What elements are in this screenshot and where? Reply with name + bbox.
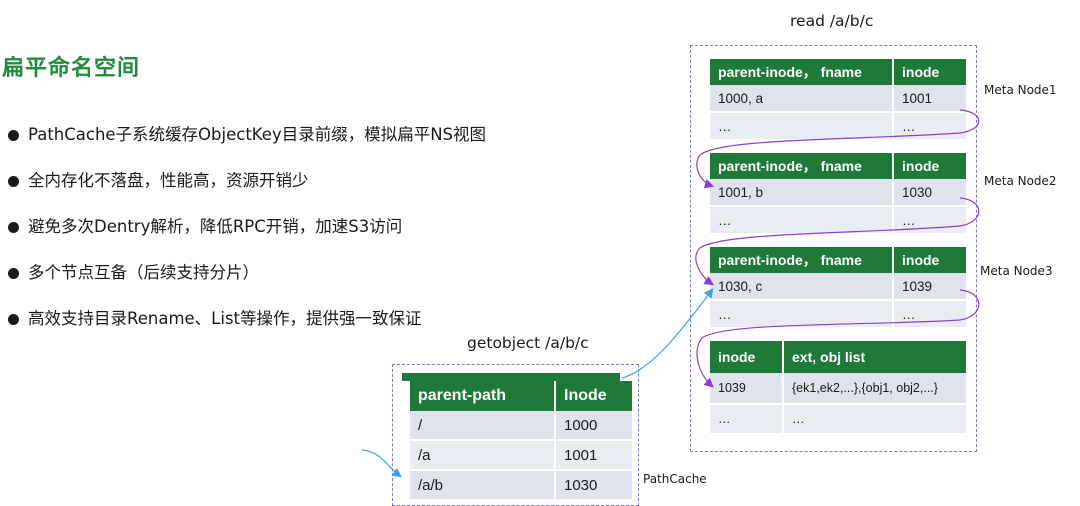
cell: 1039	[710, 373, 784, 405]
meta-node3-label: Meta Node3	[980, 264, 1053, 278]
getobject-label: getobject /a/b/c	[467, 334, 589, 352]
cell: 1030, c	[710, 273, 894, 301]
path-cache-label: PathCache	[643, 472, 707, 486]
cell: 1039	[893, 273, 966, 301]
bullet-item: PathCache子系统缓存ObjectKey目录前缀，模拟扁平NS视图	[6, 120, 486, 166]
meta-node2-label: Meta Node2	[984, 174, 1057, 188]
header-inode: inode	[893, 59, 966, 85]
arrow-node3-to-ext	[696, 289, 980, 388]
bullet-item: 多个节点互备（后续支持分片）	[6, 258, 486, 304]
header-ext-obj-list: ext, obj list	[783, 341, 966, 373]
cell: 1001, b	[710, 179, 894, 207]
bullet-dot-icon	[8, 130, 19, 141]
cell: …	[893, 206, 966, 235]
cell: …	[783, 404, 966, 435]
bullet-dot-icon	[8, 222, 19, 233]
header-parent-inode-fname: parent-inode， fname	[710, 247, 894, 273]
arrow-into-pathcache	[361, 449, 402, 478]
bullet-dot-icon	[8, 176, 19, 187]
bullet-item: 高效支持目录Rename、List等操作，提供强一致保证	[6, 304, 486, 350]
bullet-dot-icon	[8, 268, 19, 279]
arrow-node1-to-node2	[696, 109, 980, 189]
cell: 1000, a	[710, 85, 894, 113]
bullet-item: 避免多次Dentry解析，降低RPC开销，加速S3访问	[6, 212, 486, 258]
header-inode: inode	[893, 153, 966, 179]
meta-nodes-container	[690, 45, 977, 452]
bullet-list: PathCache子系统缓存ObjectKey目录前缀，模拟扁平NS视图 全内存…	[6, 120, 486, 350]
header-parent-path: parent-path	[410, 381, 556, 411]
arrow-pathcache-to-node3	[621, 288, 714, 379]
cell: 1001	[893, 85, 966, 113]
read-label: read /a/b/c	[790, 12, 874, 30]
cell: /a	[410, 440, 556, 471]
cell: 1030	[893, 179, 966, 207]
meta-node1-label: Meta Node1	[984, 83, 1057, 97]
bullet-text: PathCache子系统缓存ObjectKey目录前缀，模拟扁平NS视图	[28, 125, 487, 144]
cell: …	[710, 404, 784, 435]
arrow-node2-to-node3	[695, 197, 980, 286]
cell: …	[710, 112, 894, 141]
bullet-text: 避免多次Dentry解析，降低RPC开销，加速S3访问	[28, 217, 403, 236]
cell: /	[410, 411, 556, 441]
bullet-item: 全内存化不落盘，性能高，资源开销少	[6, 166, 486, 212]
cell: 1000	[555, 411, 632, 441]
cell: …	[710, 206, 894, 235]
header-parent-inode-fname: parent-inode， fname	[710, 153, 894, 179]
header-inode: Inode	[555, 381, 632, 411]
page-title: 扁平命名空间	[2, 56, 141, 81]
header-inode: inode	[893, 247, 966, 273]
stacked-table-shadow	[402, 373, 620, 381]
bullet-text: 全内存化不落盘，性能高，资源开销少	[28, 171, 309, 190]
cell: …	[893, 300, 966, 329]
header-inode: inode	[710, 341, 784, 373]
bullet-text: 多个节点互备（后续支持分片）	[28, 263, 259, 282]
bullet-text: 高效支持目录Rename、List等操作，提供强一致保证	[28, 309, 422, 328]
cell: {ek1,ek2,...},{obj1, obj2,...}	[783, 373, 966, 405]
header-parent-inode-fname: parent-inode， fname	[710, 59, 894, 85]
cell: 1001	[555, 440, 632, 471]
bullet-dot-icon	[8, 314, 19, 325]
